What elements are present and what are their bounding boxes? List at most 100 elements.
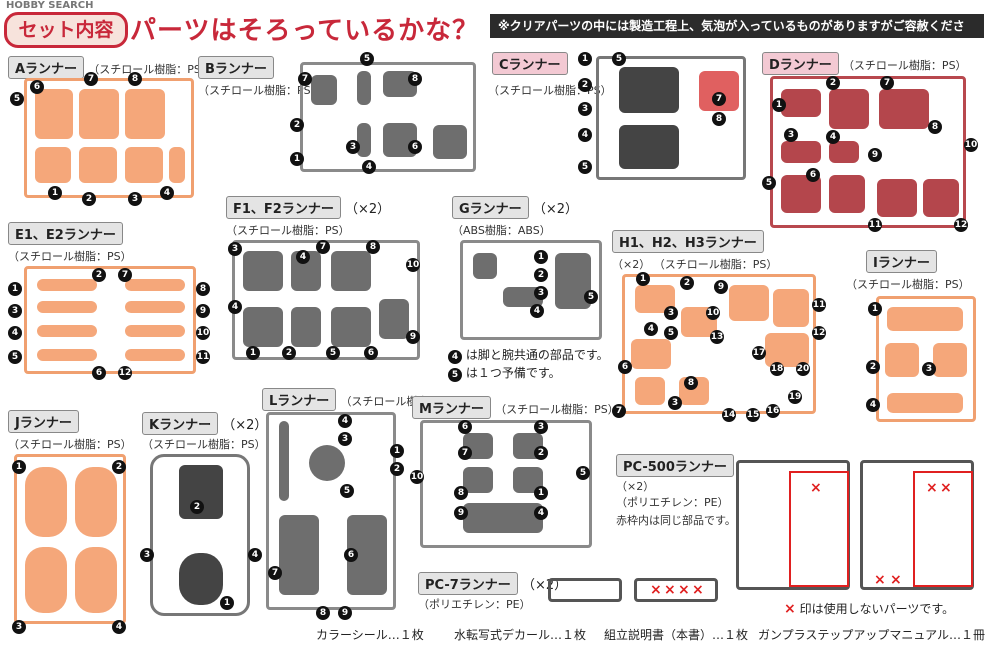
- runner-g-name: Gランナー: [452, 196, 529, 219]
- runner-c-number: 5: [612, 52, 626, 66]
- runner-a-material: （スチロール樹脂：PS）: [88, 63, 212, 76]
- runner-l-number: 6: [344, 548, 358, 562]
- unused-mark: ×: [678, 582, 690, 598]
- runner-f-name: F1、F2ランナー: [226, 196, 341, 219]
- runner-b-number: 3: [346, 140, 360, 154]
- runner-d-part: [923, 179, 959, 217]
- runner-f-part: [243, 251, 283, 291]
- runner-e-part: [125, 279, 185, 291]
- same-part-frame: [913, 471, 973, 587]
- runner-c-number: 2: [578, 78, 592, 92]
- footer-item-manual: 組立説明書（本書）…１枚: [604, 628, 749, 642]
- runner-d-part: [781, 89, 821, 117]
- runner-h-number: 7: [612, 404, 626, 418]
- runner-a-number: 6: [30, 80, 44, 94]
- runner-j-number: 4: [112, 620, 126, 634]
- runner-f-number: 8: [366, 240, 380, 254]
- runner-b-number: 7: [298, 72, 312, 86]
- runner-h-number: 11: [812, 298, 826, 312]
- runner-h-number: 6: [618, 360, 632, 374]
- runner-g-number: 1: [534, 250, 548, 264]
- runner-m-number: 8: [454, 486, 468, 500]
- runner-j-part: [75, 467, 117, 537]
- runner-pc7-qty: （×2）: [521, 578, 568, 593]
- runner-k-number: 4: [248, 548, 262, 562]
- runner-b-number: 5: [360, 52, 374, 66]
- runner-e-part: [37, 301, 97, 313]
- runner-f-part: [331, 251, 371, 291]
- runner-h-label-sub: （×2） （スチロール樹脂：PS）: [612, 256, 777, 272]
- runner-m-frame: [420, 420, 592, 548]
- runner-c-part: [619, 125, 679, 169]
- footer-item-stepup-manual: ガンプラステップアップマニュアル…１冊: [758, 628, 986, 642]
- runner-h-number: 18: [770, 362, 784, 376]
- runner-d-number: 8: [928, 120, 942, 134]
- runner-f-number: 3: [228, 242, 242, 256]
- runner-h-part: [765, 333, 809, 367]
- runner-d-part: [829, 141, 859, 163]
- unused-mark: ×: [926, 480, 938, 496]
- runner-a-part: [125, 89, 165, 139]
- runner-d-number: 3: [784, 128, 798, 142]
- runner-d-name: Dランナー: [762, 52, 839, 75]
- runner-h-number: 17: [752, 346, 766, 360]
- runner-l-number: 8: [316, 606, 330, 620]
- runner-l-number: 1: [390, 444, 404, 458]
- runner-h-number: 8: [684, 376, 698, 390]
- runner-a-number: 7: [84, 72, 98, 86]
- runner-l-part: [279, 421, 289, 501]
- runner-i-number: 3: [922, 362, 936, 376]
- runner-i-frame: [876, 296, 976, 422]
- runner-c-number: 7: [712, 92, 726, 106]
- runner-a-part: [79, 89, 119, 139]
- runner-e-part: [37, 349, 97, 361]
- runner-m-number: 9: [454, 506, 468, 520]
- runner-j-part: [25, 467, 67, 537]
- runner-k-number: 1: [220, 596, 234, 610]
- runner-e-number: 12: [118, 366, 132, 380]
- runner-a-name: Aランナー: [8, 56, 85, 79]
- runner-m-number: 6: [458, 420, 472, 434]
- runner-g-note-1: 4 は脚と腕共通の部品です。: [448, 346, 609, 364]
- runner-a-number: 4: [160, 186, 174, 200]
- runner-e-number: 4: [8, 326, 22, 340]
- runner-h-number: 13: [710, 330, 724, 344]
- runner-e-label: E1、E2ランナー: [8, 222, 123, 245]
- runner-g-note-1-number: 4: [448, 350, 462, 364]
- runner-pc500-name: PC-500ランナー: [616, 454, 734, 477]
- runner-a-label: Aランナー （スチロール樹脂：PS）: [8, 56, 212, 79]
- runner-a-number: 8: [128, 72, 142, 86]
- runner-h-number: 20: [796, 362, 810, 376]
- runner-pc500-material: （ポリエチレン：PE）: [616, 496, 729, 509]
- runner-h-number: 5: [664, 326, 678, 340]
- runner-k-frame: [150, 454, 250, 616]
- runner-h-number: 4: [644, 322, 658, 336]
- runner-b-part: [433, 125, 467, 159]
- notice-bar: ※クリアパーツの中には製造工程上、気泡が入っているものがありますがご容赦ください…: [490, 14, 984, 57]
- runner-i-material: （スチロール樹脂：PS）: [846, 278, 970, 291]
- runner-d-number: 9: [868, 148, 882, 162]
- runner-a-part: [169, 147, 185, 183]
- runner-h-part: [635, 377, 665, 405]
- runner-k-number: 2: [190, 500, 204, 514]
- runner-k-number: 3: [140, 548, 154, 562]
- runner-h-number: 2: [680, 276, 694, 290]
- runner-b-part: [311, 75, 337, 105]
- runner-h-number: 16: [766, 404, 780, 418]
- runner-m-number: 4: [534, 506, 548, 520]
- runner-h-number: 9: [714, 280, 728, 294]
- runner-e-number: 6: [92, 366, 106, 380]
- runner-d-part: [829, 175, 865, 213]
- runner-j-number: 1: [12, 460, 26, 474]
- runner-h-part: [773, 289, 809, 327]
- runner-pc500-label: PC-500ランナー: [616, 454, 734, 477]
- runner-f-number: 6: [364, 346, 378, 360]
- runner-pc500-qty: （×2）: [616, 480, 655, 493]
- runner-b-material: （スチロール樹脂：PS）: [198, 84, 322, 97]
- runner-i-part: [885, 343, 919, 377]
- unused-legend: × 印は使用しないパーツです。: [784, 600, 954, 617]
- footer-item-color-sticker: カラーシール…１枚: [316, 628, 424, 642]
- runner-d-material: （スチロール樹脂：PS）: [842, 59, 967, 72]
- runner-g-part: [473, 253, 497, 279]
- runner-pc7-name: PC-7ランナー: [418, 572, 518, 595]
